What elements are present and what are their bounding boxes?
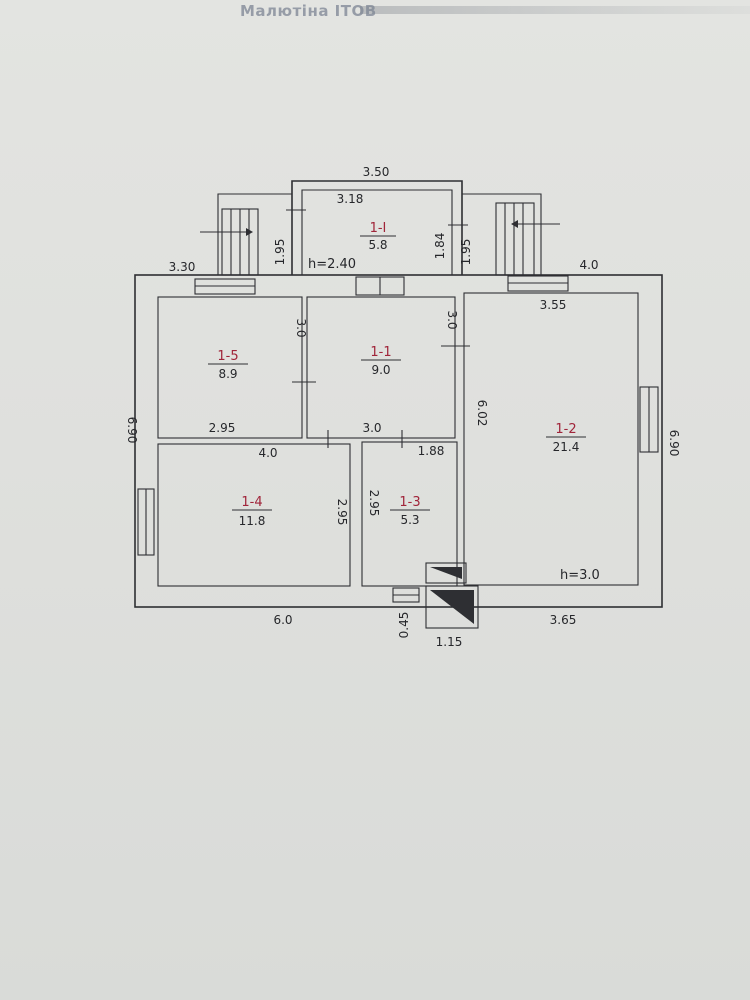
svg-text:1-I: 1-I	[370, 221, 387, 236]
right-steps	[462, 193, 560, 276]
svg-text:11.8: 11.8	[239, 514, 266, 528]
dim-boiler-width: 1.15	[436, 635, 463, 649]
main-height: h=3.0	[560, 568, 600, 583]
dim-porch-right-depth-inner: 1.84	[433, 233, 447, 260]
dim-porch-outer-width: 3.50	[363, 165, 390, 179]
room-1-2-outline	[463, 292, 639, 586]
dim-room-1-4-depth: 2.95	[335, 499, 349, 526]
dim-room-1-2-height: 6.02	[475, 400, 489, 427]
svg-text:5.3: 5.3	[400, 513, 419, 527]
porch-inner-wall	[301, 189, 453, 275]
room-1-5-outline	[157, 296, 303, 439]
svg-text:9.0: 9.0	[371, 363, 390, 377]
dim-top-right: 4.0	[579, 258, 598, 272]
porch-height: h=2.40	[308, 257, 356, 272]
dim-porch-left-depth: 1.95	[273, 239, 287, 266]
dim-top-left: 3.30	[169, 260, 196, 274]
dim-room-1-5-depth: 3.0	[294, 318, 308, 337]
svg-text:1-5: 1-5	[217, 349, 238, 364]
dim-bottom-left: 6.0	[273, 613, 292, 627]
svg-text:5.8: 5.8	[368, 238, 387, 252]
room-label-1-3: 1-3 5.3	[390, 495, 430, 527]
windows	[137, 275, 659, 556]
room-label-1-1: 1-1 9.0	[361, 345, 401, 377]
dim-bottom-right: 3.65	[550, 613, 577, 627]
room-1-3-outline	[361, 441, 458, 587]
dim-room-1-3-depth: 2.95	[367, 490, 381, 517]
dim-porch-inner-width: 3.18	[337, 192, 364, 206]
svg-text:1-4: 1-4	[241, 495, 262, 510]
outer-wall	[134, 274, 663, 608]
dim-room-1-1-depth: 3.0	[445, 310, 459, 329]
svg-text:21.4: 21.4	[553, 440, 580, 454]
svg-text:1-2: 1-2	[555, 422, 576, 437]
dim-room-1-1-width: 3.0	[362, 421, 381, 435]
room-1-4-outline	[157, 443, 351, 587]
dim-left-height: 6.90	[125, 417, 139, 444]
room-label-1-I: 1-I 5.8	[360, 221, 396, 252]
room-label-1-2: 1-2 21.4	[546, 422, 586, 454]
boiler-unit	[392, 562, 479, 629]
dim-boiler-depth: 0.45	[397, 612, 411, 639]
dim-room-1-4-width: 4.0	[258, 446, 277, 460]
room-1-1-outline	[306, 296, 456, 439]
header-stamp: Малютіна ІТОВ	[240, 2, 377, 20]
dim-room-1-2-width: 3.55	[540, 298, 567, 312]
porch-outer-wall	[291, 180, 463, 275]
left-steps	[200, 193, 292, 276]
svg-text:1-1: 1-1	[370, 345, 391, 360]
stamp-smudge	[360, 6, 750, 14]
dim-room-1-5-width: 2.95	[209, 421, 236, 435]
room-label-1-4: 1-4 11.8	[232, 495, 272, 528]
room-label-1-5: 1-5 8.9	[208, 349, 248, 381]
svg-text:8.9: 8.9	[218, 367, 237, 381]
dim-right-height: 6.90	[667, 430, 681, 457]
dim-room-1-3-width: 1.88	[418, 444, 445, 458]
door-marks	[286, 209, 470, 448]
dim-porch-right-depth-outer: 1.95	[459, 239, 473, 266]
svg-text:1-3: 1-3	[399, 495, 420, 510]
